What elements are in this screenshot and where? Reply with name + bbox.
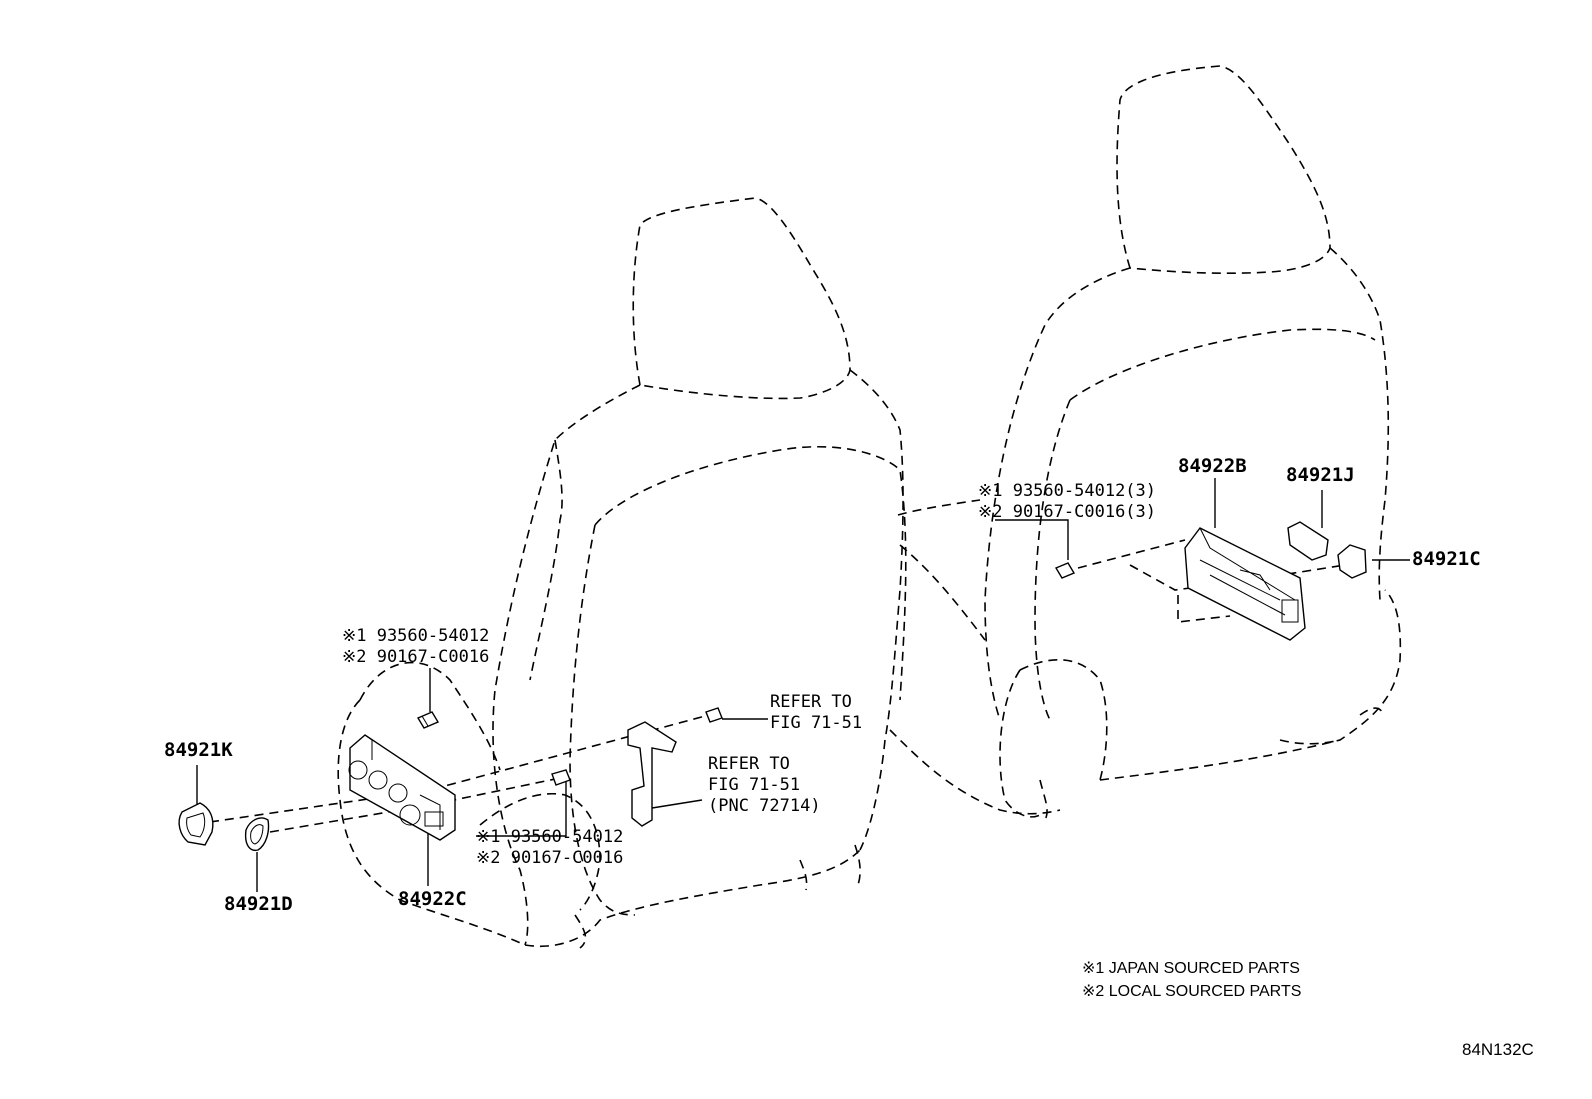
left-seat-outline <box>337 197 907 949</box>
knob-84921c <box>1337 544 1367 579</box>
knob-84921j <box>1287 521 1329 561</box>
note-japan-sourced: ※1 JAPAN SOURCED PARTS <box>1082 960 1300 977</box>
part-label-84921j: 84921J <box>1286 464 1355 486</box>
part-label-84921d: 84921D <box>224 893 293 915</box>
bolt-label-upper-line1: ※1 93560-54012 <box>342 626 490 646</box>
refer-label-2-line2: FIG 71-51 <box>708 775 801 795</box>
refer-label-2-line3: (PNC 72714) <box>708 796 821 816</box>
bolt-label-right-line2: ※2 90167-C0016(3) <box>978 502 1157 522</box>
knob-84921d <box>244 817 270 852</box>
part-label-84921k: 84921K <box>164 739 233 761</box>
bolt-refer <box>705 707 723 723</box>
bolt-upper-left <box>416 711 440 729</box>
bolt-label-upper-line2: ※2 90167-C0016 <box>342 647 490 667</box>
bolt-lower-left <box>551 769 571 786</box>
bolt-right <box>1054 562 1076 579</box>
part-label-84922b: 84922B <box>1178 455 1247 477</box>
seat-bracket <box>627 721 677 827</box>
knob-84921k <box>178 802 214 846</box>
part-label-84921c: 84921C <box>1412 548 1481 570</box>
figure-id: 84N132C <box>1462 1040 1534 1059</box>
right-seat-outline <box>889 65 1402 821</box>
bolt-label-lower-line1: ※1 93560-54012 <box>476 827 624 847</box>
switch-assembly-84922c <box>348 734 456 841</box>
switch-assembly-84922b <box>1184 527 1306 641</box>
leader-lines <box>196 478 1410 892</box>
bolt-label-right-line1: ※1 93560-54012(3) <box>978 481 1157 501</box>
refer-label-1-line1: REFER TO <box>770 692 852 712</box>
refer-label-2-line1: REFER TO <box>708 754 790 774</box>
part-label-84922c: 84922C <box>398 888 467 910</box>
refer-label-1-line2: FIG 71-51 <box>770 713 863 733</box>
bolt-label-lower-line2: ※2 90167-C0016 <box>476 848 624 868</box>
note-local-sourced: ※2 LOCAL SOURCED PARTS <box>1082 983 1302 1000</box>
